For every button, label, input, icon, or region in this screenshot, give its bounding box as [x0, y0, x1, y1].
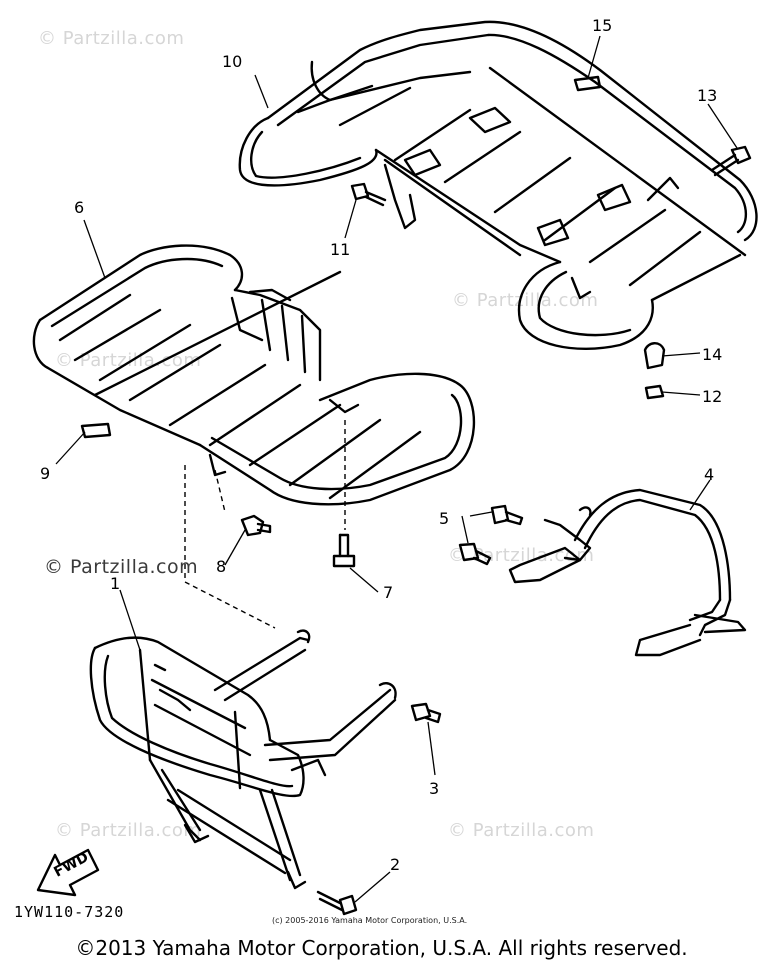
front-guard-part-1 — [89, 629, 397, 890]
callout-7: 7 — [383, 583, 394, 602]
watermark-5: © Partzilla.com — [448, 820, 595, 841]
leader-2 — [354, 871, 391, 903]
leader-7 — [349, 567, 379, 593]
callout-11: 11 — [330, 240, 351, 259]
callout-13: 13 — [697, 86, 718, 105]
leader-4 — [689, 479, 711, 511]
bolt-part-2 — [316, 890, 358, 916]
leader-9 — [55, 431, 86, 465]
callout-12: 12 — [702, 387, 723, 406]
watermark-1: © Partzilla.com — [38, 28, 185, 49]
callout-4: 4 — [704, 465, 715, 484]
callout-3: 3 — [429, 779, 440, 798]
bolt-part-13 — [710, 145, 752, 177]
bolt-part-3 — [410, 702, 442, 724]
label-part-15 — [573, 75, 602, 92]
leader-3 — [427, 721, 436, 776]
rear-grab-bar-part-4 — [508, 488, 747, 657]
leader-1 — [119, 589, 141, 651]
leader-15 — [587, 35, 601, 79]
rear-carrier-part-10 — [238, 20, 758, 351]
leader-6 — [83, 219, 106, 279]
watermark-6: © Partzilla.com — [55, 820, 202, 841]
callout-5: 5 — [439, 509, 450, 528]
small-copyright: (c) 2005-2016 Yamaha Motor Corporation, … — [272, 916, 468, 925]
callout-8: 8 — [216, 557, 227, 576]
dashed-line-carrier-to-guard — [184, 465, 276, 629]
bolt-part-8 — [240, 514, 272, 537]
collar-part-12 — [644, 384, 665, 400]
leader-11 — [344, 199, 357, 239]
callout-14: 14 — [702, 345, 723, 364]
bolt-part-5a — [490, 504, 524, 526]
clip-part-14 — [643, 342, 666, 370]
front-carrier-part-6 — [32, 244, 476, 506]
leader-12 — [661, 391, 701, 396]
part-code: 1YW110-7320 — [14, 903, 125, 921]
bolt-part-5b — [458, 542, 492, 566]
leader-5a — [469, 511, 493, 517]
watermark-main: © Partzilla.com — [44, 556, 199, 578]
leader-8 — [224, 529, 246, 566]
fwd-arrow-icon — [36, 848, 100, 897]
dashed-line-bolt-8 — [214, 469, 226, 513]
watermark-3: © Partzilla.com — [452, 290, 599, 311]
bolt-part-11 — [350, 182, 387, 207]
callout-15: 15 — [592, 16, 613, 35]
callout-9: 9 — [40, 464, 51, 483]
watermark-2: © Partzilla.com — [55, 350, 202, 371]
bolt-part-7 — [332, 533, 356, 568]
callout-10: 10 — [222, 52, 243, 71]
leader-10 — [254, 74, 269, 109]
footer-copyright: ©2013 Yamaha Motor Corporation, U.S.A. A… — [75, 936, 688, 960]
leader-13 — [707, 103, 738, 149]
callout-2: 2 — [390, 855, 401, 874]
leader-14 — [661, 352, 701, 357]
callout-6: 6 — [74, 198, 85, 217]
callout-1: 1 — [110, 574, 121, 593]
leader-5b — [461, 515, 469, 544]
label-part-9 — [80, 422, 112, 439]
